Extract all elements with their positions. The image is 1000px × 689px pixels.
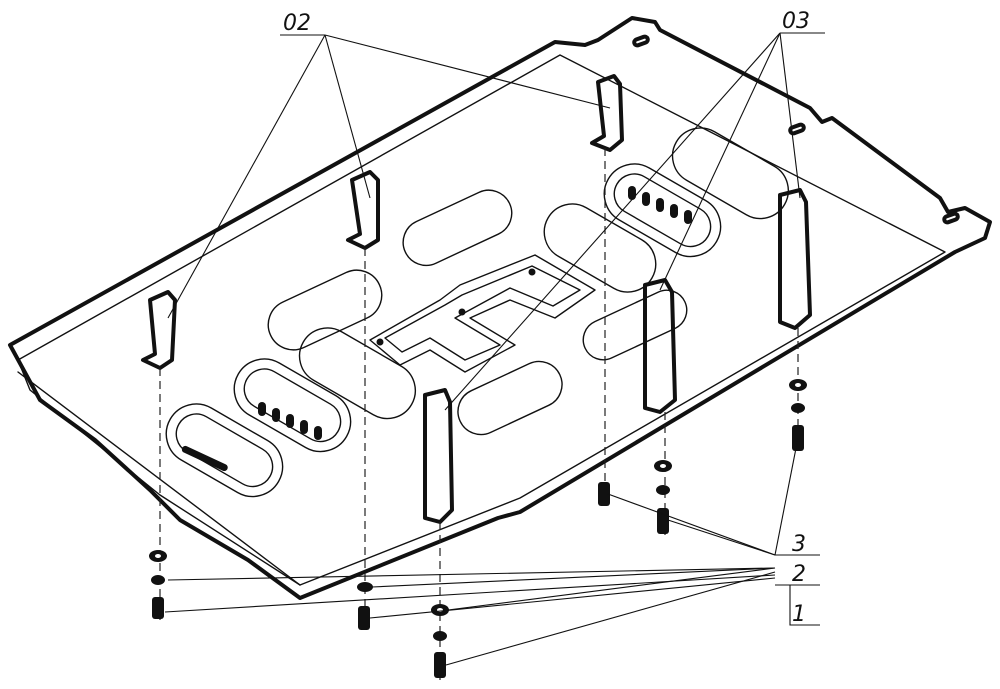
callout-1: 1 [792,602,806,627]
skid-plate [8,16,992,600]
leader-lines [164,32,825,666]
stamped-reliefs [165,127,790,498]
callout-03: 03 [782,9,810,34]
fastener-axes [159,148,799,680]
callout-3: 3 [792,532,806,557]
callout-02: 02 [283,11,311,36]
mounting-brackets [141,74,812,524]
fastener-hardware [149,379,807,678]
callout-2: 2 [792,562,806,587]
